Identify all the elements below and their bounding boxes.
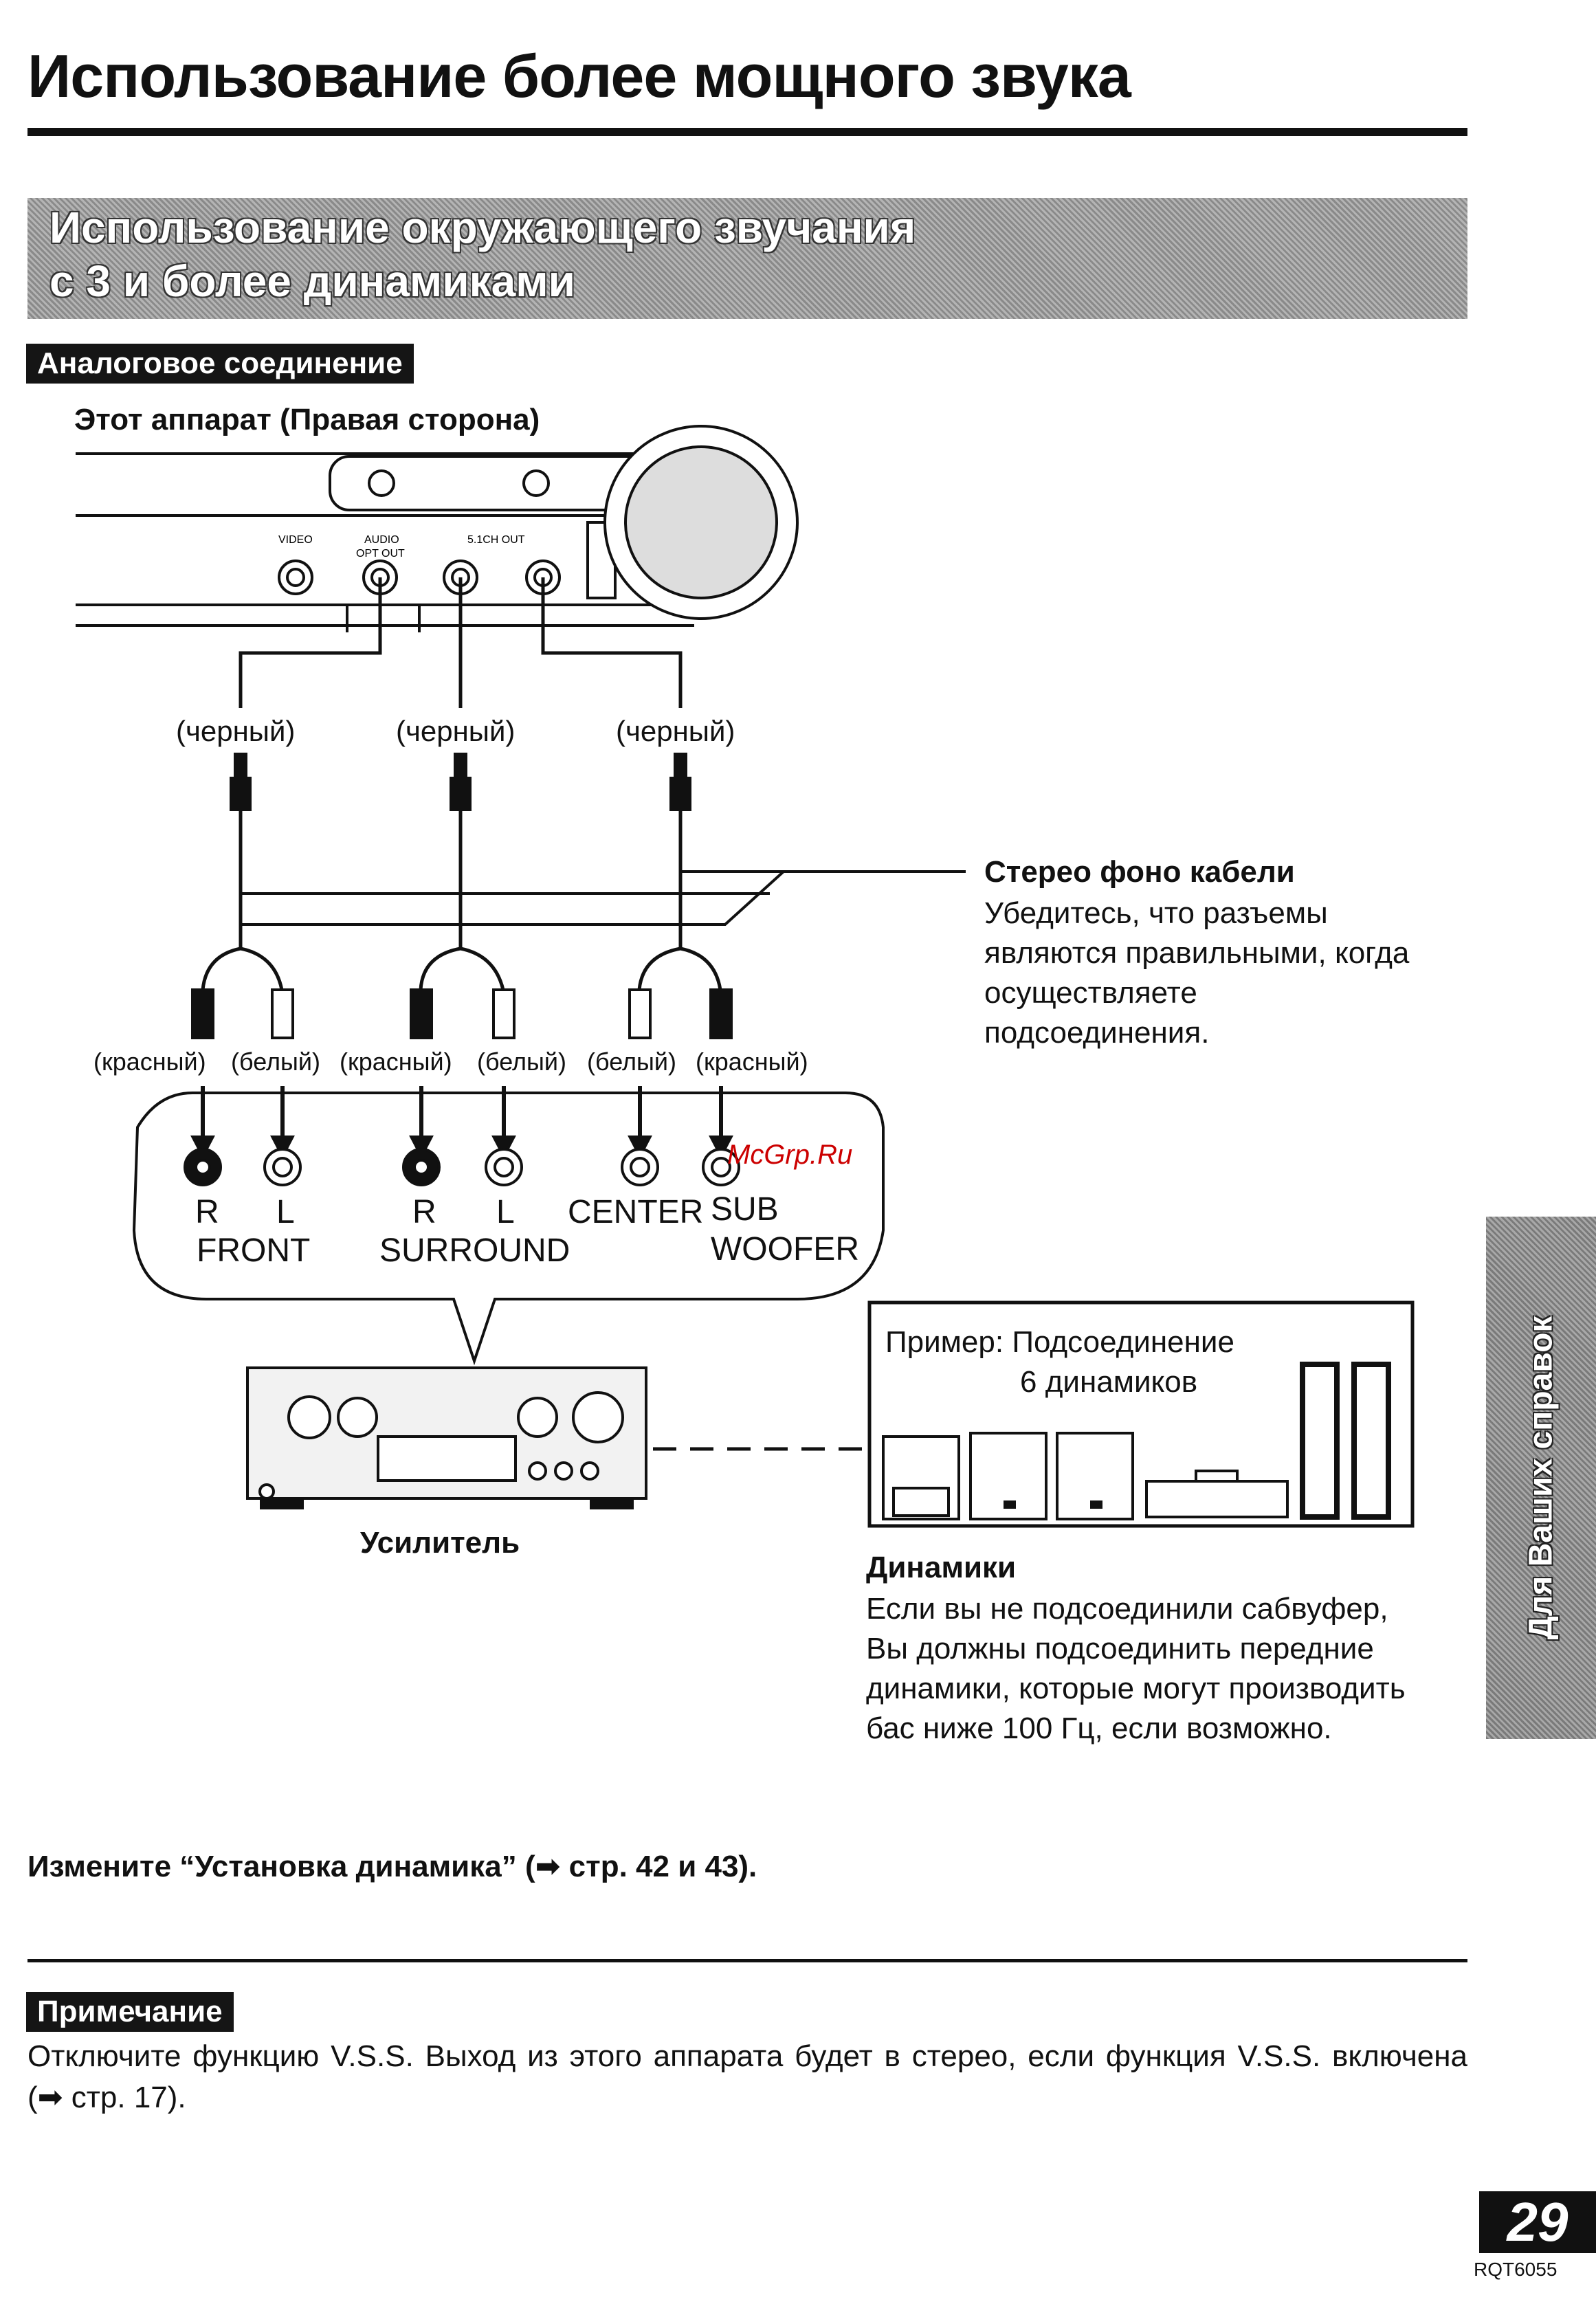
- unit-body: [76, 425, 799, 632]
- cable-note-line: являются правильными, когда: [984, 936, 1410, 970]
- front-r-label: R: [195, 1194, 219, 1230]
- rca-color-4: (белый): [477, 1048, 567, 1076]
- cable-note: Убедитесь, что разъемы являются правильн…: [984, 894, 1409, 1053]
- sub-label: SUB: [711, 1191, 779, 1228]
- surround-r-label: R: [412, 1194, 436, 1230]
- cable-title: Стерео фоно кабели: [984, 855, 1295, 889]
- section-title-line1: Использование окружающего звучания: [49, 203, 916, 252]
- lower-rule: [27, 1959, 1467, 1962]
- cable-note-line: Убедитесь, что разъемы: [984, 896, 1328, 930]
- plug-color-2: (черный): [396, 715, 516, 747]
- unit-caption: Этот аппарат (Правая сторона): [74, 403, 540, 436]
- rca-color-5: (белый): [587, 1048, 677, 1076]
- rca-color-2: (белый): [231, 1048, 321, 1076]
- speakers-note-line: Вы должны подсоединить передние: [866, 1632, 1374, 1665]
- amp-input-jacks: [184, 1148, 740, 1186]
- rca-plugs: [191, 988, 733, 1039]
- panel-label-51ch: 5.1CH OUT: [467, 534, 525, 546]
- rca-color-3: (красный): [340, 1048, 452, 1076]
- change-speaker-setup-note: Измените “Установка динамика” (➡ стр. 42…: [27, 1850, 757, 1883]
- panel-label-opt-out: OPT OUT: [356, 548, 405, 560]
- rca-color-1: (красный): [93, 1048, 206, 1076]
- connection-diagram: VIDEO AUDIO OPT OUT 5.1CH OUT: [76, 425, 1415, 1528]
- example-line2: 6 динамиков: [1020, 1365, 1198, 1399]
- amplifier-caption: Усилитель: [360, 1526, 520, 1560]
- page-title: Использование более мощного звука: [27, 42, 1131, 110]
- speakers-note-line: Если вы не подсоединили сабвуфер,: [866, 1592, 1388, 1626]
- speakers-note-line: динамики, которые могут производить: [866, 1672, 1406, 1705]
- page-number: 29: [1479, 2191, 1596, 2253]
- amp-input-panel: [132, 1092, 885, 1366]
- side-tab: Для Ваших справок: [1486, 1217, 1596, 1739]
- speakers-note: Если вы не подсоединили сабвуфер, Вы дол…: [866, 1589, 1406, 1749]
- cable-note-line: осуществляете: [984, 976, 1197, 1010]
- section-banner: Использование окружающего звучания с 3 и…: [27, 198, 1467, 319]
- cable-callout: [241, 870, 966, 926]
- unit-jacks: [278, 560, 561, 595]
- amplifier-drawing: [246, 1366, 647, 1509]
- section-title-line2: с 3 и более динамиками: [49, 256, 575, 306]
- speakers-note-line: бас ниже 100 Гц, если возможно.: [866, 1712, 1332, 1745]
- example-line1: Пример: Подсоединение: [885, 1325, 1234, 1359]
- mini-plugs: [230, 753, 691, 811]
- speakers-drawing: [882, 1362, 1391, 1520]
- plug-color-3: (черный): [616, 715, 735, 747]
- rca-color-6: (красный): [696, 1048, 808, 1076]
- note-tag: Примечание: [26, 1992, 234, 2032]
- cable-note-line: подсоединения.: [984, 1016, 1210, 1050]
- analog-connection-tag: Аналоговое соединение: [26, 344, 414, 384]
- rca-splits: [201, 946, 722, 990]
- woofer-label: WOOFER: [711, 1231, 859, 1267]
- document-code: RQT6055: [1474, 2259, 1558, 2280]
- front-label: FRONT: [197, 1232, 311, 1269]
- surround-label: SURROUND: [379, 1232, 570, 1269]
- input-arrows: [190, 1086, 733, 1160]
- surround-l-label: L: [496, 1194, 515, 1230]
- plug-color-1: (черный): [176, 715, 296, 747]
- panel-label-video: VIDEO: [278, 534, 313, 546]
- speakers-title: Динамики: [866, 1551, 1017, 1584]
- watermark: McGrp.Ru: [727, 1140, 853, 1170]
- center-label: CENTER: [568, 1194, 704, 1230]
- title-rule: [27, 128, 1467, 136]
- side-tab-label: Для Ваших справок: [1522, 1316, 1560, 1640]
- front-l-label: L: [276, 1194, 295, 1230]
- note-text: Отключите функцию V.S.S. Выход из этого …: [27, 2039, 1467, 2114]
- panel-label-audio: AUDIO: [364, 534, 399, 546]
